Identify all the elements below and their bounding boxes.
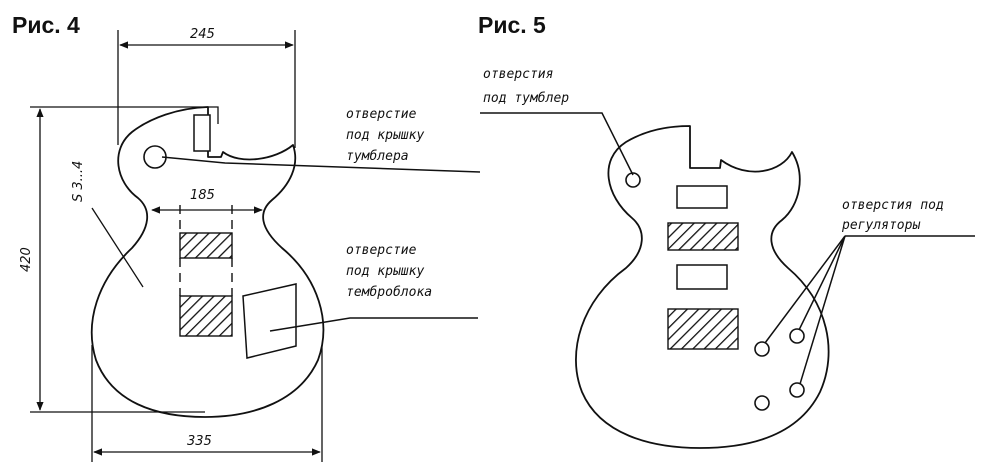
fig4-dim-bottom-value: 335	[187, 434, 212, 449]
fig4-switch-label-2: под крышку	[346, 128, 424, 143]
figure-5-title: Рис. 5	[478, 12, 546, 38]
fig5-control-hole-3	[789, 382, 805, 398]
fig5-controls-leader-1	[764, 235, 846, 344]
fig4-dim-height-value: 420	[19, 247, 34, 272]
fig5-controls-label-1: отверстия под	[842, 198, 944, 213]
fig5-controls-leader-3	[799, 235, 846, 385]
figure-4-title: Рис. 4	[12, 12, 80, 38]
fig4-switch-cover-slot	[193, 114, 211, 152]
fig5-switch-hole	[625, 172, 641, 188]
fig4-dim-waist-value: 185	[190, 188, 215, 203]
fig4-switch-label-3: тумблера	[346, 149, 409, 164]
fig5-switch-cavity	[676, 185, 728, 209]
fig4-thickness-leader	[91, 207, 144, 288]
fig5-switch-label-2: под тумблер	[483, 91, 569, 106]
fig4-neck-pickup-cavity	[179, 232, 233, 259]
fig4-tone-cover-slot	[242, 283, 297, 359]
fig5-neck-pickup-cavity	[667, 222, 739, 251]
fig4-tone-label-1: отверстие	[346, 243, 417, 258]
fig4-switch-label-1: отверстие	[346, 107, 417, 122]
figure-4: Рис. 4 245 185 420 335	[12, 12, 481, 462]
fig5-controls-label-2: регуляторы	[841, 218, 920, 233]
fig5-control-hole-2	[789, 328, 805, 344]
fig4-body-outline	[90, 106, 325, 418]
figure-5: Рис. 5 отверстия под тумблер отверстия п…	[478, 12, 975, 449]
fig4-tone-label-3: темброблока	[346, 285, 432, 300]
fig4-switch-leader	[161, 156, 481, 173]
fig5-switch-leader	[480, 112, 634, 176]
fig5-switch-label-1: отверстия	[483, 67, 553, 82]
fig5-control-cavity	[676, 264, 728, 290]
fig4-dim-top-value: 245	[190, 27, 215, 42]
fig5-control-hole-4	[754, 395, 770, 411]
fig4-neck-joint	[180, 106, 219, 124]
fig5-control-hole-1	[754, 341, 770, 357]
fig5-body-outline	[575, 125, 830, 449]
fig5-bridge-pickup-cavity	[667, 308, 739, 350]
fig4-thickness-label: S 3...4	[71, 161, 86, 202]
fig4-tone-label-2: под крышку	[346, 264, 424, 279]
fig4-bridge-pickup-cavity	[179, 295, 233, 337]
fig5-controls-leader-2	[798, 235, 846, 331]
fig4-tone-leader	[269, 317, 478, 332]
